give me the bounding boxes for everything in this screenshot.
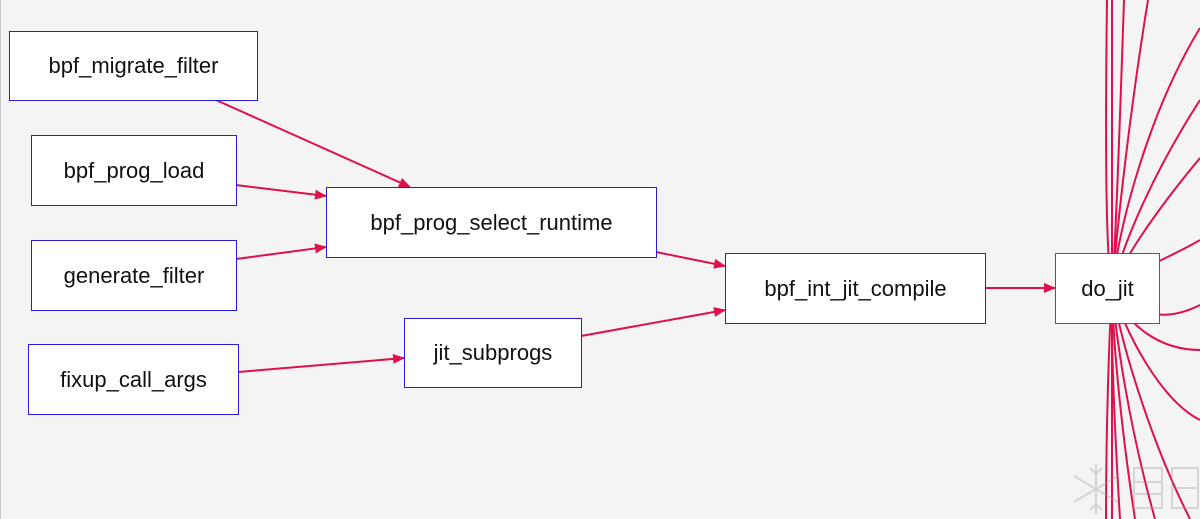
node-bpf-int-jit-compile[interactable]: bpf_int_jit_compile xyxy=(725,253,986,324)
node-bpf-prog-load[interactable]: bpf_prog_load xyxy=(31,135,237,206)
edge-bpf-prog-select-runtime-to-bpf-int-jit-compile xyxy=(655,251,726,269)
edge-bpf-migrate-filter-to-bpf-prog-select-runtime xyxy=(215,99,411,188)
node-do-jit[interactable]: do_jit xyxy=(1055,253,1160,324)
panel-border xyxy=(0,0,1,519)
node-bpf-prog-select-runtime[interactable]: bpf_prog_select_runtime xyxy=(326,187,657,258)
outgoing-edge xyxy=(1111,0,1149,289)
edge-jit-subprogs-to-bpf-int-jit-compile xyxy=(580,307,726,337)
node-bpf-migrate-filter[interactable]: bpf_migrate_filter xyxy=(9,31,258,101)
edge-generate-filter-to-bpf-prog-select-runtime xyxy=(235,243,327,260)
node-jit-subprogs[interactable]: jit_subprogs xyxy=(404,318,582,388)
watermark-logo xyxy=(1073,464,1199,514)
node-generate-filter[interactable]: generate_filter xyxy=(31,240,237,311)
node-fixup-call-args[interactable]: fixup_call_args xyxy=(28,344,239,415)
edge-bpf-prog-load-to-bpf-prog-select-runtime xyxy=(235,184,327,200)
edge-fixup-call-args-to-jit-subprogs xyxy=(237,353,405,373)
